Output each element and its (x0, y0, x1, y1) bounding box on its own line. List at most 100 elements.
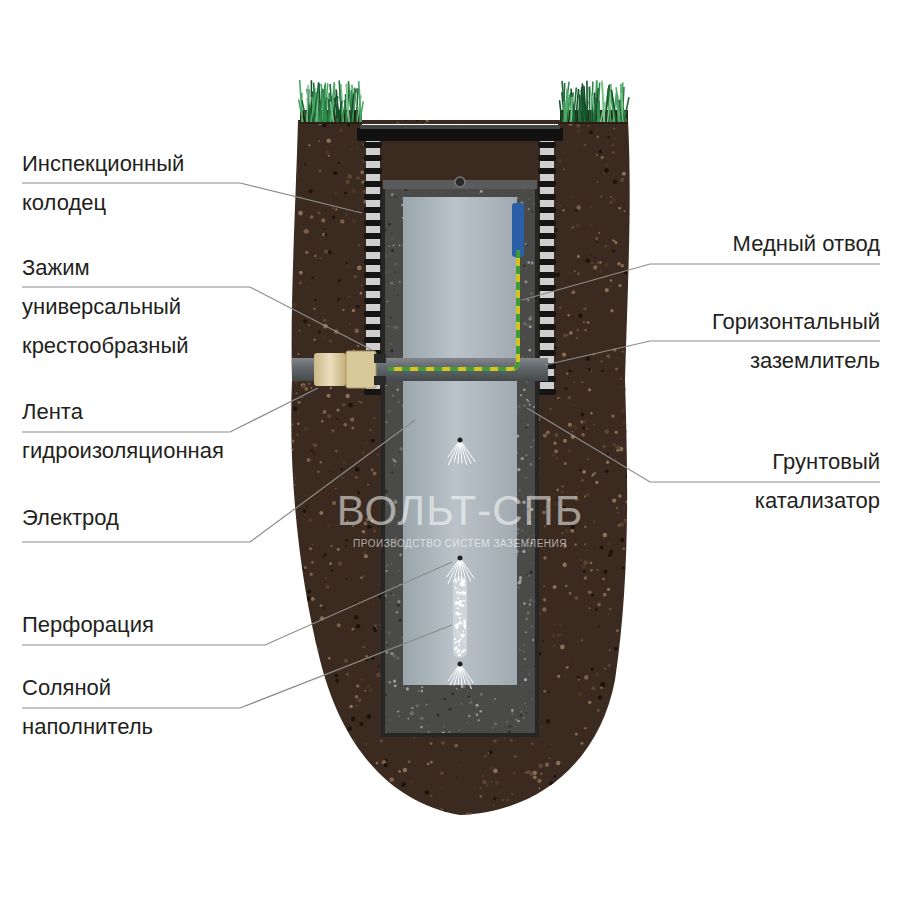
soil-grain (626, 645, 627, 646)
soil-grain (315, 444, 318, 447)
soil-grain (567, 314, 570, 317)
well-rib (364, 285, 382, 291)
soil-grain (458, 765, 459, 766)
soil-grain (626, 430, 630, 434)
soil-grain (361, 285, 362, 286)
soil-grain (615, 431, 618, 434)
soil-grain (571, 303, 572, 304)
soil-grain (584, 526, 587, 529)
soil-grain (617, 719, 620, 722)
soil-grain (405, 799, 407, 801)
well-rib (364, 233, 382, 239)
soil-grain (615, 241, 618, 244)
soil-grain (337, 623, 341, 627)
soil-grain (559, 306, 562, 309)
soil-grain (542, 607, 546, 611)
soil-grain (347, 174, 352, 179)
soil-grain (633, 526, 635, 528)
soil-grain (320, 461, 322, 463)
soil-grain (574, 381, 575, 382)
soil-grain (510, 739, 513, 742)
soil-grain (543, 598, 547, 602)
soil-grain (600, 196, 602, 198)
soil-grain (591, 254, 593, 256)
soil-grain (625, 592, 628, 595)
soil-grain (466, 813, 470, 817)
soil-grain (617, 512, 619, 514)
soil-grain (523, 771, 525, 773)
soil-grain (618, 494, 621, 497)
soil-grain (618, 284, 621, 287)
soil-grain (430, 795, 433, 798)
grass-blade (571, 92, 572, 122)
soil-grain (553, 775, 556, 778)
catalyst-grain (393, 680, 396, 683)
soil-grain (539, 788, 541, 790)
soil-grain (521, 770, 522, 771)
catalyst-grain (527, 400, 529, 402)
soil-grain (347, 266, 348, 267)
well-rib (538, 350, 556, 356)
catalyst-grain (525, 703, 526, 704)
catalyst-grain (421, 686, 423, 688)
soil-grain (557, 675, 560, 678)
soil-grain (583, 321, 586, 324)
soil-grain (543, 585, 545, 587)
soil-grain (583, 560, 587, 564)
soil-grain (626, 799, 631, 804)
soil-grain (577, 329, 579, 331)
soil-grain (357, 698, 361, 702)
grass-blade (560, 100, 562, 122)
soil-grain (342, 477, 343, 478)
soil-grain (373, 471, 377, 475)
catalyst-grain (385, 570, 387, 572)
soil-grain (320, 618, 321, 619)
catalyst-grain (389, 551, 390, 552)
soil-grain (370, 796, 375, 801)
well-rib (538, 181, 556, 187)
soil-grain (591, 476, 592, 477)
soil-grain (481, 774, 485, 778)
soil-grain (589, 607, 591, 609)
soil-grain (405, 119, 407, 121)
soil-grain (288, 734, 290, 736)
soil-grain (527, 770, 531, 774)
grass-blade (356, 88, 358, 122)
soil-grain (308, 144, 310, 146)
soil-grain (300, 690, 302, 692)
soil-grain (299, 281, 302, 284)
soil-grain (376, 762, 379, 765)
soil-grain (596, 154, 598, 156)
catalyst-grain (444, 698, 446, 700)
catalyst-grain (391, 237, 394, 240)
soil-grain (581, 639, 584, 642)
soil-grain (425, 121, 426, 122)
catalyst-grain (526, 268, 528, 270)
catalyst-grain (524, 405, 526, 407)
soil-grain (586, 356, 590, 360)
catalyst-grain (517, 720, 520, 723)
soil-grain (578, 679, 580, 681)
soil-grain (631, 303, 635, 307)
grass-blade (598, 83, 600, 122)
soil-grain (304, 163, 306, 165)
well-rib (538, 389, 556, 395)
catalyst-grain (390, 592, 392, 594)
soil-grain (605, 429, 610, 434)
grass-blade (570, 97, 573, 122)
well-rib (538, 142, 556, 148)
soil-grain (553, 623, 556, 626)
soil-grain (544, 557, 546, 559)
soil-grain (552, 814, 556, 818)
soil-grain (440, 787, 442, 789)
soil-grain (347, 124, 350, 127)
soil-grain (352, 148, 353, 149)
soil-grain (558, 343, 561, 346)
soil-grain (616, 629, 619, 632)
soil-grain (541, 726, 543, 728)
soil-grain (349, 323, 351, 325)
soil-grain (601, 156, 604, 159)
soil-grain (609, 608, 612, 611)
soil-grain (620, 178, 624, 182)
soil-grain (606, 736, 609, 739)
